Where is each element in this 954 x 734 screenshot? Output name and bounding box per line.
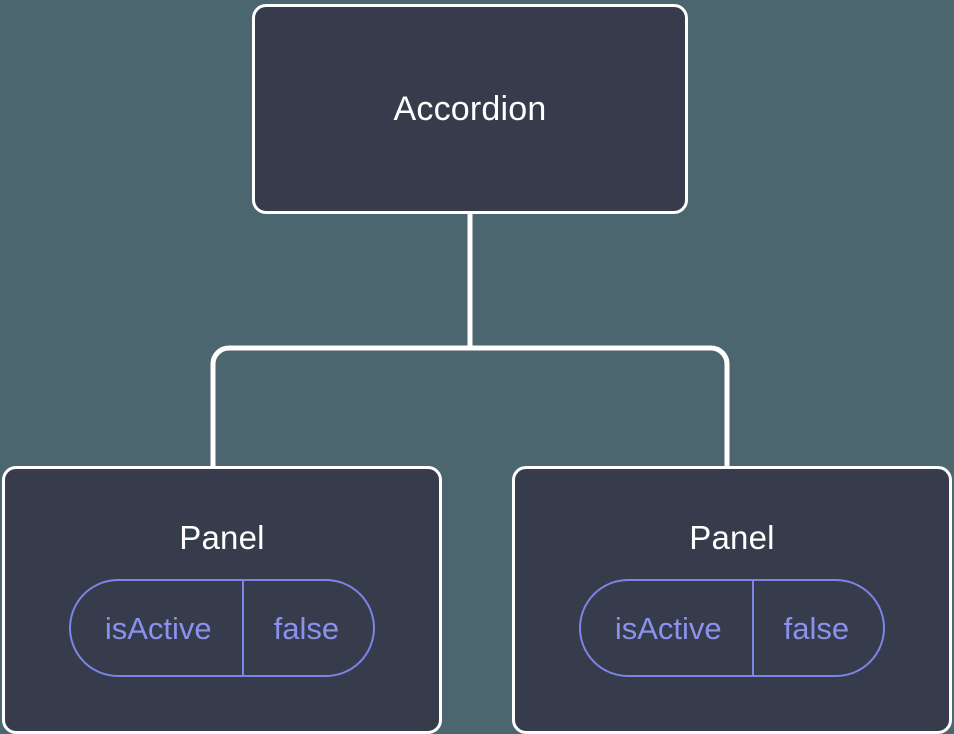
node-title: Accordion bbox=[393, 90, 547, 128]
node-panel-2[interactable]: Panel isActive false bbox=[512, 466, 952, 734]
prop-key: isActive bbox=[614, 610, 722, 646]
prop-badge-isactive[interactable]: isActive false bbox=[578, 579, 886, 677]
node-panel-1[interactable]: Panel isActive false bbox=[2, 466, 442, 734]
prop-value: false bbox=[241, 581, 373, 675]
connector-bus bbox=[210, 345, 730, 470]
prop-value: false bbox=[751, 581, 883, 675]
prop-badge-isactive[interactable]: isActive false bbox=[68, 579, 376, 677]
node-title: Panel bbox=[179, 519, 265, 556]
prop-key: isActive bbox=[104, 610, 212, 646]
node-title: Panel bbox=[689, 519, 775, 556]
node-accordion[interactable]: Accordion bbox=[252, 4, 688, 214]
